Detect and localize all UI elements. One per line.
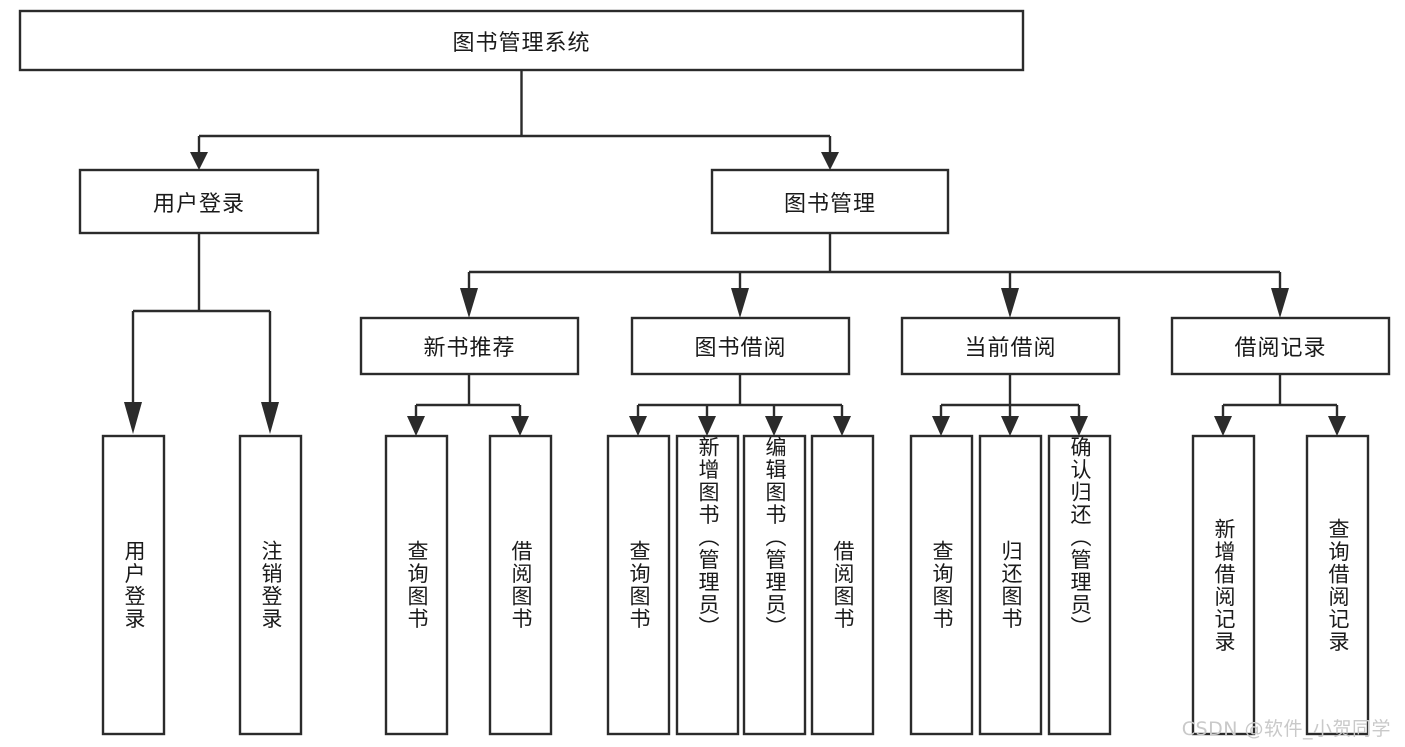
arrowhead-leaf-user-logout xyxy=(261,402,279,434)
arrowhead-leaf-query-book-3 xyxy=(932,416,950,436)
arrowhead-book-borrow xyxy=(731,288,749,318)
edges-layer xyxy=(124,70,1346,436)
arrowhead-leaf-query-record xyxy=(1328,416,1346,436)
arrowhead-leaf-return-book xyxy=(1001,416,1019,436)
node-book-management-box[interactable] xyxy=(710,168,950,235)
node-leaf-user-login-box[interactable] xyxy=(101,434,166,736)
node-leaf-add-record-box[interactable] xyxy=(1191,434,1256,736)
node-user-login-box[interactable] xyxy=(78,168,320,235)
node-leaf-query-book-2-box[interactable] xyxy=(606,434,671,736)
node-leaf-user-logout-box[interactable] xyxy=(238,434,303,736)
node-leaf-edit-book-box[interactable] xyxy=(742,434,807,736)
node-current-borrow-box[interactable] xyxy=(900,316,1121,376)
node-leaf-query-book-3-box[interactable] xyxy=(909,434,974,736)
node-leaf-query-book-1-box[interactable] xyxy=(384,434,449,736)
arrowhead-borrow-record xyxy=(1271,288,1289,318)
nodes-layer xyxy=(18,9,1391,736)
node-leaf-borrow-book-1-box[interactable] xyxy=(488,434,553,736)
node-root-box[interactable] xyxy=(18,9,1025,72)
arrowhead-current-borrow xyxy=(1001,288,1019,318)
csdn-watermark: CSDN @软件_小贺同学 xyxy=(1181,718,1391,740)
node-leaf-confirm-return-box[interactable] xyxy=(1047,434,1112,736)
arrowhead-leaf-query-book-1 xyxy=(407,416,425,436)
arrowhead-leaf-add-record xyxy=(1214,416,1232,436)
arrowhead-leaf-borrow-book-1 xyxy=(511,416,529,436)
node-book-borrow-box[interactable] xyxy=(630,316,851,376)
arrowhead-leaf-query-book-2 xyxy=(629,416,647,436)
node-borrow-record-box[interactable] xyxy=(1170,316,1391,376)
arrowhead-user-login xyxy=(190,152,208,170)
node-leaf-borrow-book-2-box[interactable] xyxy=(810,434,875,736)
arrowhead-new-book-recommend xyxy=(460,288,478,318)
arrowhead-leaf-edit-book xyxy=(765,416,783,436)
arrowhead-leaf-add-book xyxy=(698,416,716,436)
arrowhead-leaf-borrow-book-2 xyxy=(833,416,851,436)
arrowhead-book-management xyxy=(821,152,839,170)
node-leaf-query-record-box[interactable] xyxy=(1305,434,1370,736)
arrowhead-leaf-user-login xyxy=(124,402,142,434)
node-new-book-recommend-box[interactable] xyxy=(359,316,580,376)
node-leaf-add-book-box[interactable] xyxy=(675,434,740,736)
arrowhead-leaf-confirm-return xyxy=(1070,416,1088,436)
node-leaf-return-book-box[interactable] xyxy=(978,434,1043,736)
